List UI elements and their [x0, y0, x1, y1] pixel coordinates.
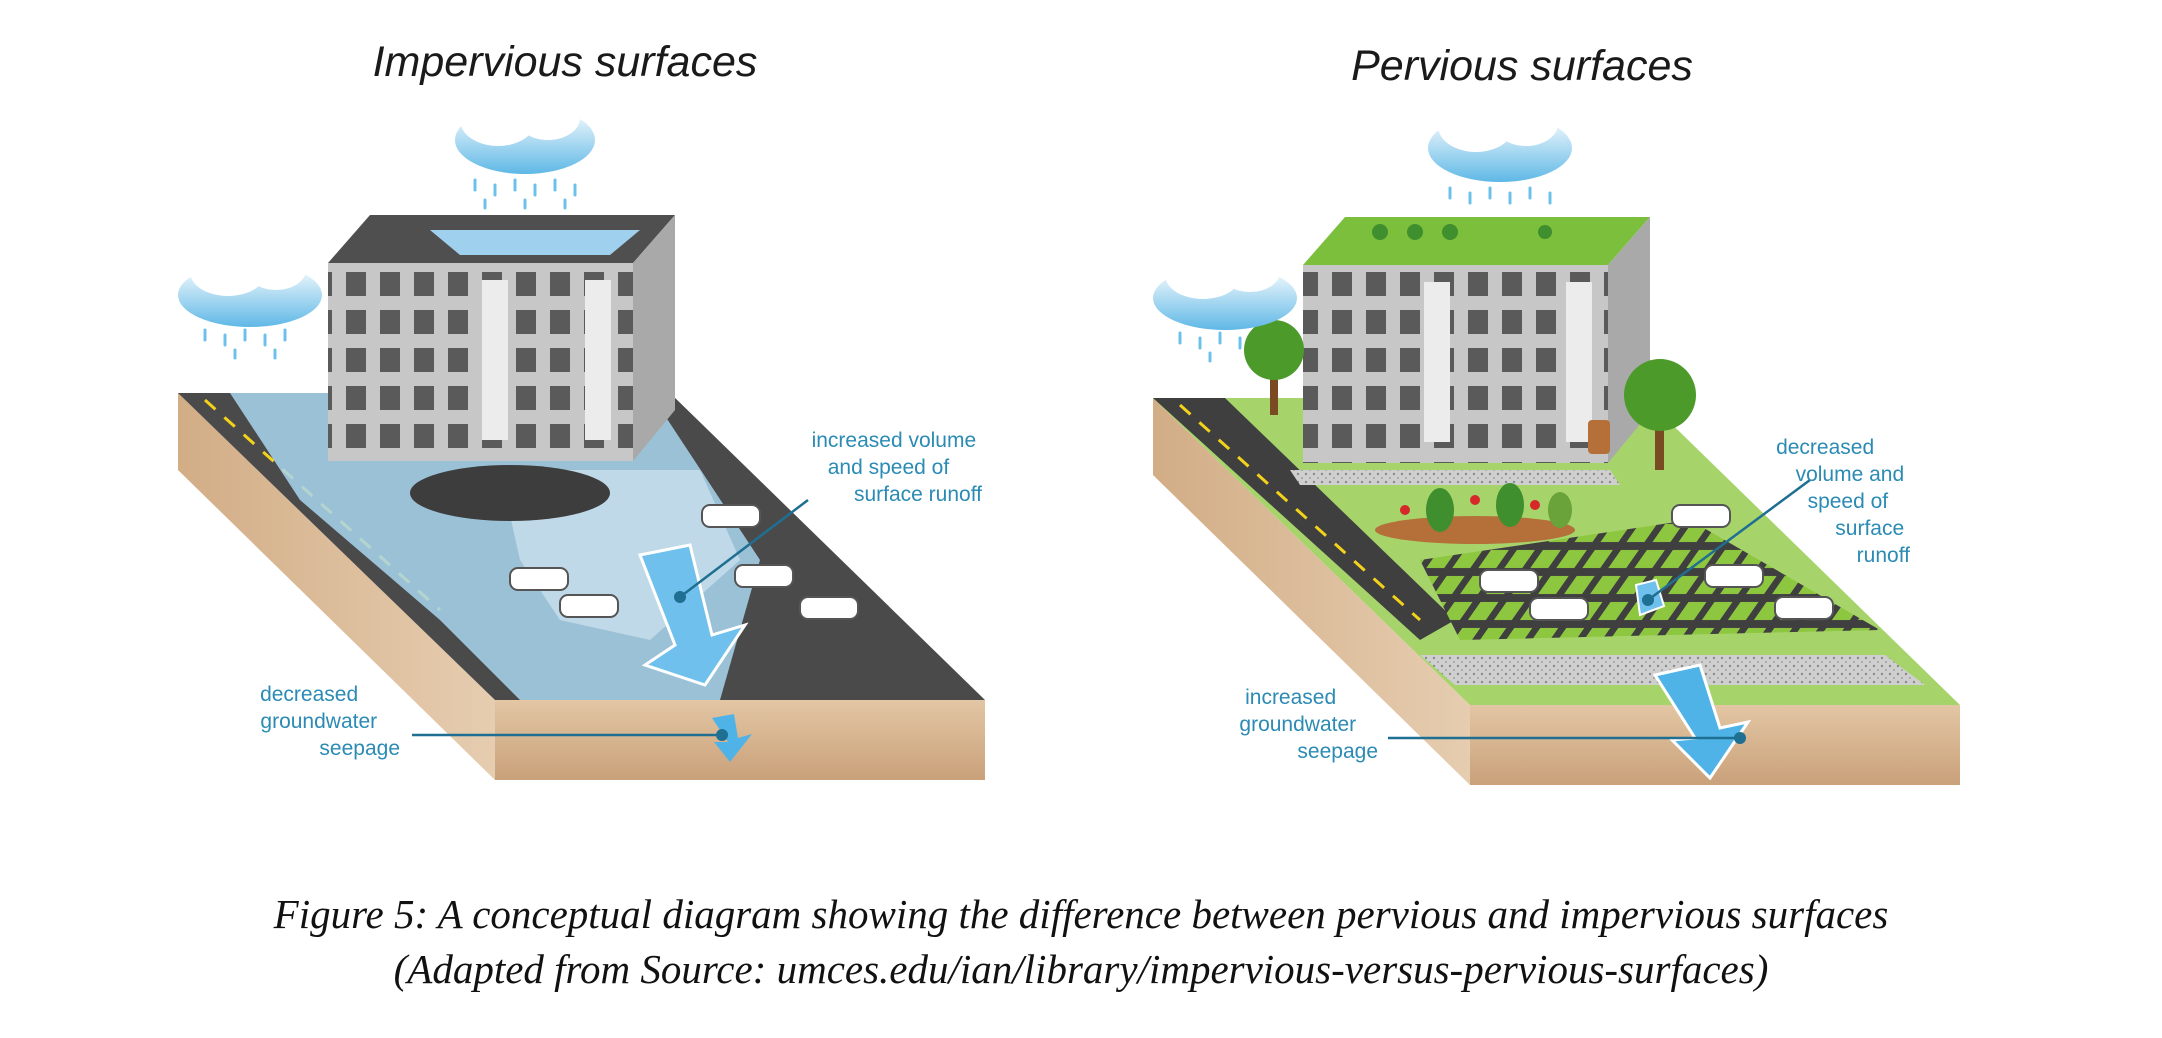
pervious-panel: Pervious surfaces: [1153, 42, 1960, 785]
pervious-seepage-callout: increased groundwater seepage: [1239, 686, 1378, 763]
car-icon: [1704, 564, 1764, 588]
pervious-runoff-callout: decreased volume and speed of surface ru…: [1776, 436, 1910, 567]
tree-icon: [1624, 359, 1696, 470]
pervious-title: Pervious surfaces: [1351, 42, 1693, 90]
impervious-seepage-callout: decreased groundwater seepage: [260, 683, 400, 760]
car-icon: [1479, 569, 1539, 593]
figure-caption-line-1: Figure 5: A conceptual diagram showing t…: [273, 891, 1889, 937]
car-icon: [799, 596, 859, 620]
tree-icon: [1244, 320, 1304, 415]
cloud-icon: [1428, 100, 1572, 205]
cloud-icon: [1153, 251, 1297, 363]
rain-garden: [1375, 516, 1575, 544]
impervious-building: [328, 215, 675, 461]
car-icon: [559, 594, 619, 618]
parked-cars: [509, 504, 859, 620]
cloud-icon: [455, 94, 595, 210]
car-icon: [509, 567, 569, 591]
car-icon: [1774, 596, 1834, 620]
car-icon: [1529, 597, 1589, 621]
car-icon: [1671, 504, 1731, 528]
figure-caption-line-2: (Adapted from Source: umces.edu/ian/libr…: [393, 946, 1769, 992]
plant-icons: [1400, 483, 1572, 532]
parked-cars: [1479, 504, 1834, 621]
pervious-soil-left: [1153, 398, 1470, 785]
gravel-path: [1290, 470, 1620, 485]
road-center-line: [1178, 403, 1422, 622]
impervious-panel: Impervious surfaces: [178, 38, 985, 780]
impervious-title: Impervious surfaces: [373, 38, 758, 86]
seepage-arrow-icon: [712, 714, 752, 762]
impervious-runoff-callout: increased volume and speed of surface ru…: [812, 429, 983, 506]
impervious-soil-left: [178, 393, 495, 780]
car-icon: [701, 504, 761, 528]
runoff-arrow-icon: [637, 543, 749, 687]
car-icon: [734, 564, 794, 588]
pervious-road: [1153, 398, 1455, 640]
rain-barrel-icon: [1588, 420, 1610, 454]
cloud-icon: [178, 248, 322, 360]
dark-puddle: [410, 465, 610, 521]
